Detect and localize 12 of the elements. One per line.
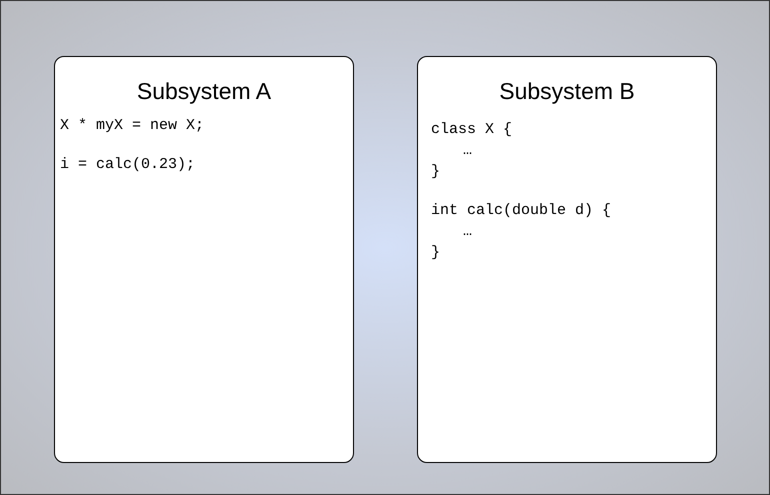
- code-line: }: [431, 162, 440, 182]
- subsystem-panel: [54, 56, 354, 463]
- code-line: }: [431, 243, 440, 263]
- panel-title: Subsystem B: [499, 77, 635, 105]
- code-line: class X {: [431, 120, 512, 140]
- code-line: i = calc(0.23);: [60, 155, 196, 175]
- code-line: int calc(double d) {: [431, 201, 612, 221]
- panel-title: Subsystem A: [136, 77, 272, 105]
- subsystem-panel: [417, 56, 717, 463]
- code-line: X * myX = new X;: [60, 116, 204, 136]
- code-line: …: [463, 141, 472, 161]
- code-line: …: [463, 222, 472, 242]
